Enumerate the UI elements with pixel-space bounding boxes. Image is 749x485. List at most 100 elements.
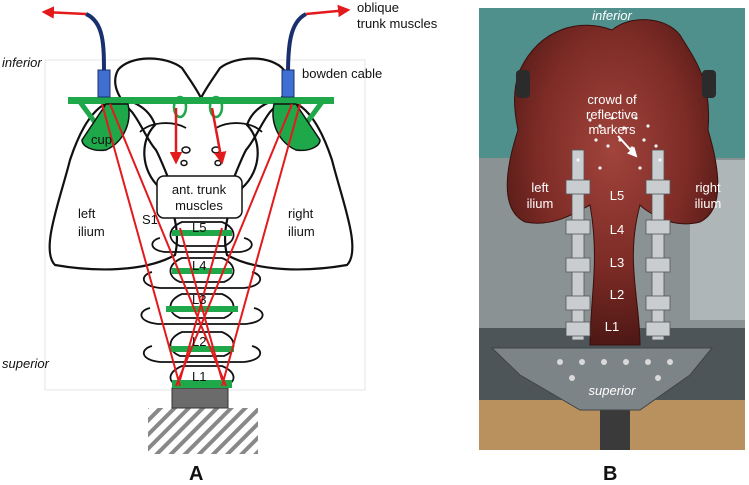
photo-label-vertebra: L1 [605, 319, 619, 334]
marker-frame [651, 149, 665, 341]
oblique-line [175, 103, 293, 387]
label-left-ilium-1: left [78, 206, 96, 221]
bolt [569, 375, 575, 381]
crossbar [68, 97, 334, 104]
marker-clamp [565, 257, 591, 273]
bolt [655, 375, 661, 381]
label-bowden-cable: bowden cable [302, 66, 382, 81]
reflective-marker [606, 144, 610, 148]
vertebra-l4-outline [143, 257, 261, 289]
label-ant-trunk-2: muscles [175, 198, 223, 213]
reflective-marker [634, 116, 638, 120]
sensor-left [516, 70, 530, 98]
label-oblique-2: trunk muscles [357, 16, 438, 31]
panel-b-photo: inferior superior crowd of reflective ma… [479, 8, 745, 485]
label-oblique-1: oblique [357, 0, 399, 15]
photo-label-right-ilium-2: ilium [695, 196, 722, 211]
marker-clamp [565, 321, 591, 337]
marker-clamp [645, 257, 671, 273]
base-block [171, 387, 229, 409]
reflective-markers [576, 116, 662, 170]
marker-frames [565, 149, 671, 341]
label-vertebra: L3 [192, 292, 206, 307]
reflective-marker [638, 166, 642, 170]
reflective-marker [622, 126, 626, 130]
reflective-marker [654, 144, 658, 148]
reflective-marker [576, 158, 580, 162]
sacrum-inner-right [215, 122, 263, 133]
oblique-line [179, 227, 223, 381]
sacrum-inner-left [139, 122, 187, 133]
reflective-marker [658, 158, 662, 162]
markers-pointer-arrow [617, 135, 638, 158]
bolt [579, 359, 585, 365]
label-right-ilium-1: right [288, 206, 314, 221]
photo-label-superior: superior [589, 383, 637, 398]
photo-label-markers-3: markers [589, 122, 636, 137]
label-right-ilium-2: ilium [288, 224, 315, 239]
ant-trunk-box [156, 175, 243, 219]
vertebra-l5-outline [151, 221, 253, 253]
plate-l2 [170, 346, 234, 352]
marker-clamp [645, 179, 671, 195]
reflective-marker [594, 138, 598, 142]
sensor-right [702, 70, 716, 98]
ant-trunk-arrow-right [210, 107, 227, 165]
photo-label-right-ilium-1: right [695, 180, 721, 195]
sacral-foramen [181, 146, 191, 154]
cable-pull-arrow-right [305, 4, 351, 18]
label-ant-trunk-1: ant. trunk [172, 182, 227, 197]
label-left-ilium-2: ilium [78, 224, 105, 239]
ground-hatch [148, 408, 258, 454]
reflective-marker [642, 138, 646, 142]
marker-clamp [645, 321, 671, 337]
reflective-marker [646, 124, 650, 128]
cup-right [272, 103, 321, 152]
label-vertebra: L2 [192, 334, 206, 349]
bowden-cable-right [286, 12, 308, 76]
marker-clamp [565, 219, 591, 235]
label-cup: cup [91, 132, 112, 147]
marker-clamp [565, 295, 591, 311]
oblique-line [109, 103, 227, 387]
reflective-marker [598, 124, 602, 128]
bowden-cable-left [85, 12, 106, 76]
oblique-line [221, 103, 301, 387]
bolt [557, 359, 563, 365]
bolt [623, 359, 629, 365]
bottom-plate [490, 347, 714, 411]
label-s1: S1 [142, 212, 158, 227]
cable-pull-arrow-left [41, 6, 87, 19]
photo-label-inferior: inferior [592, 8, 632, 23]
panel-a-schematic: inferior superior oblique trunk muscles … [2, 0, 438, 485]
sacral-foramen [180, 159, 188, 167]
vertebra-l2-outline [143, 331, 261, 363]
pulley-loop-right [208, 95, 224, 119]
photo-label-markers-2: reflective [586, 107, 638, 122]
oblique-muscle-lines [101, 103, 301, 387]
marker-clamp [565, 179, 591, 195]
photo-label-left-ilium-1: left [531, 180, 549, 195]
label-vertebra: L5 [192, 220, 206, 235]
oblique-line [101, 103, 181, 387]
label-vertebra: L1 [192, 369, 206, 384]
cup-left [81, 103, 130, 152]
marker-clamp [645, 219, 671, 235]
reflective-marker [588, 118, 592, 122]
sacral-foramen [214, 159, 222, 167]
reflective-marker [610, 116, 614, 120]
photo-label-vertebra: L5 [610, 188, 624, 203]
marker-frame [571, 149, 585, 341]
marker-clamp [645, 295, 671, 311]
plate-l1 [172, 380, 232, 388]
bolt [645, 359, 651, 365]
cable-end-right [281, 69, 295, 98]
reflective-marker [598, 166, 602, 170]
label-vertebra: L4 [192, 258, 206, 273]
pulley-loop-left [172, 95, 188, 119]
bolt [601, 359, 607, 365]
panel-b-letter: B [603, 463, 617, 485]
pelvis-specimen [506, 19, 719, 346]
cable-end-left [97, 69, 111, 98]
